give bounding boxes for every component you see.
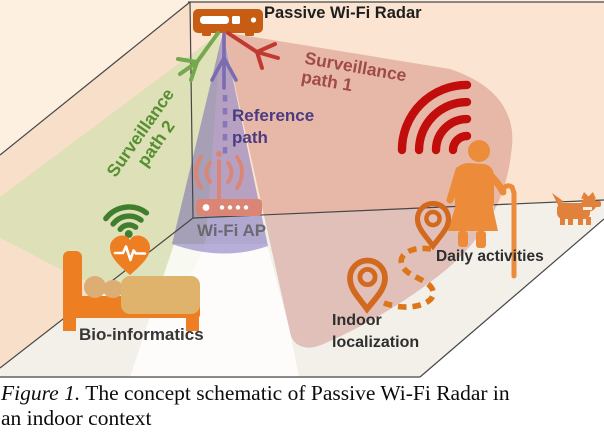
reference-beam [172, 32, 268, 254]
reference-path-line1: Reference [232, 106, 315, 125]
indoor-localization-line1: Indoor [332, 312, 382, 329]
reference-antenna-icon [210, 32, 238, 90]
radar-antenna-green-icon [176, 31, 220, 82]
patient-head [84, 276, 106, 298]
passive-radar-device-icon [193, 9, 263, 36]
figure-caption: Figure 1. The concept schematic of Passi… [1, 381, 603, 431]
back-wall [190, 2, 604, 218]
daily-activities-label: Daily activities [436, 248, 544, 265]
dashed-walking-path [377, 245, 437, 310]
elderly-person-cane-icon [446, 140, 517, 279]
movement-wifi-signal-icon [397, 80, 472, 155]
indoor-localization-line2: localization [332, 333, 420, 351]
caption-text-line2: an indoor context [1, 405, 152, 430]
dog-collar [583, 207, 592, 210]
reference-path-line2: path [232, 128, 268, 148]
figure-canvas [0, 0, 604, 378]
wifi-ap-router-icon [194, 151, 262, 216]
dog-icon [552, 192, 601, 225]
caption-text-line1: The concept schematic of Passive Wi-Fi R… [85, 381, 510, 405]
radar-antenna-red-icon [226, 31, 280, 70]
location-pin-indoor-icon [347, 257, 388, 314]
heart-ecg-icon [110, 235, 150, 275]
bio-informatics-label: Bio-informatics [79, 325, 204, 344]
blanket [121, 276, 200, 314]
vital-wifi-signal-icon [103, 204, 150, 238]
figure-number: Figure 1. [1, 381, 81, 405]
indoor-localization-label: Indoor localization [332, 310, 419, 353]
radar-label: Passive Wi-Fi Radar [264, 4, 422, 22]
surveillance-beam-2 [0, 32, 221, 303]
location-pin-daily-icon [414, 200, 452, 251]
reference-path-label: Reference path [232, 105, 314, 150]
cane [499, 183, 517, 279]
wifi-ap-label: Wi-Fi AP [197, 221, 267, 240]
patient-bed-icon [63, 251, 200, 331]
